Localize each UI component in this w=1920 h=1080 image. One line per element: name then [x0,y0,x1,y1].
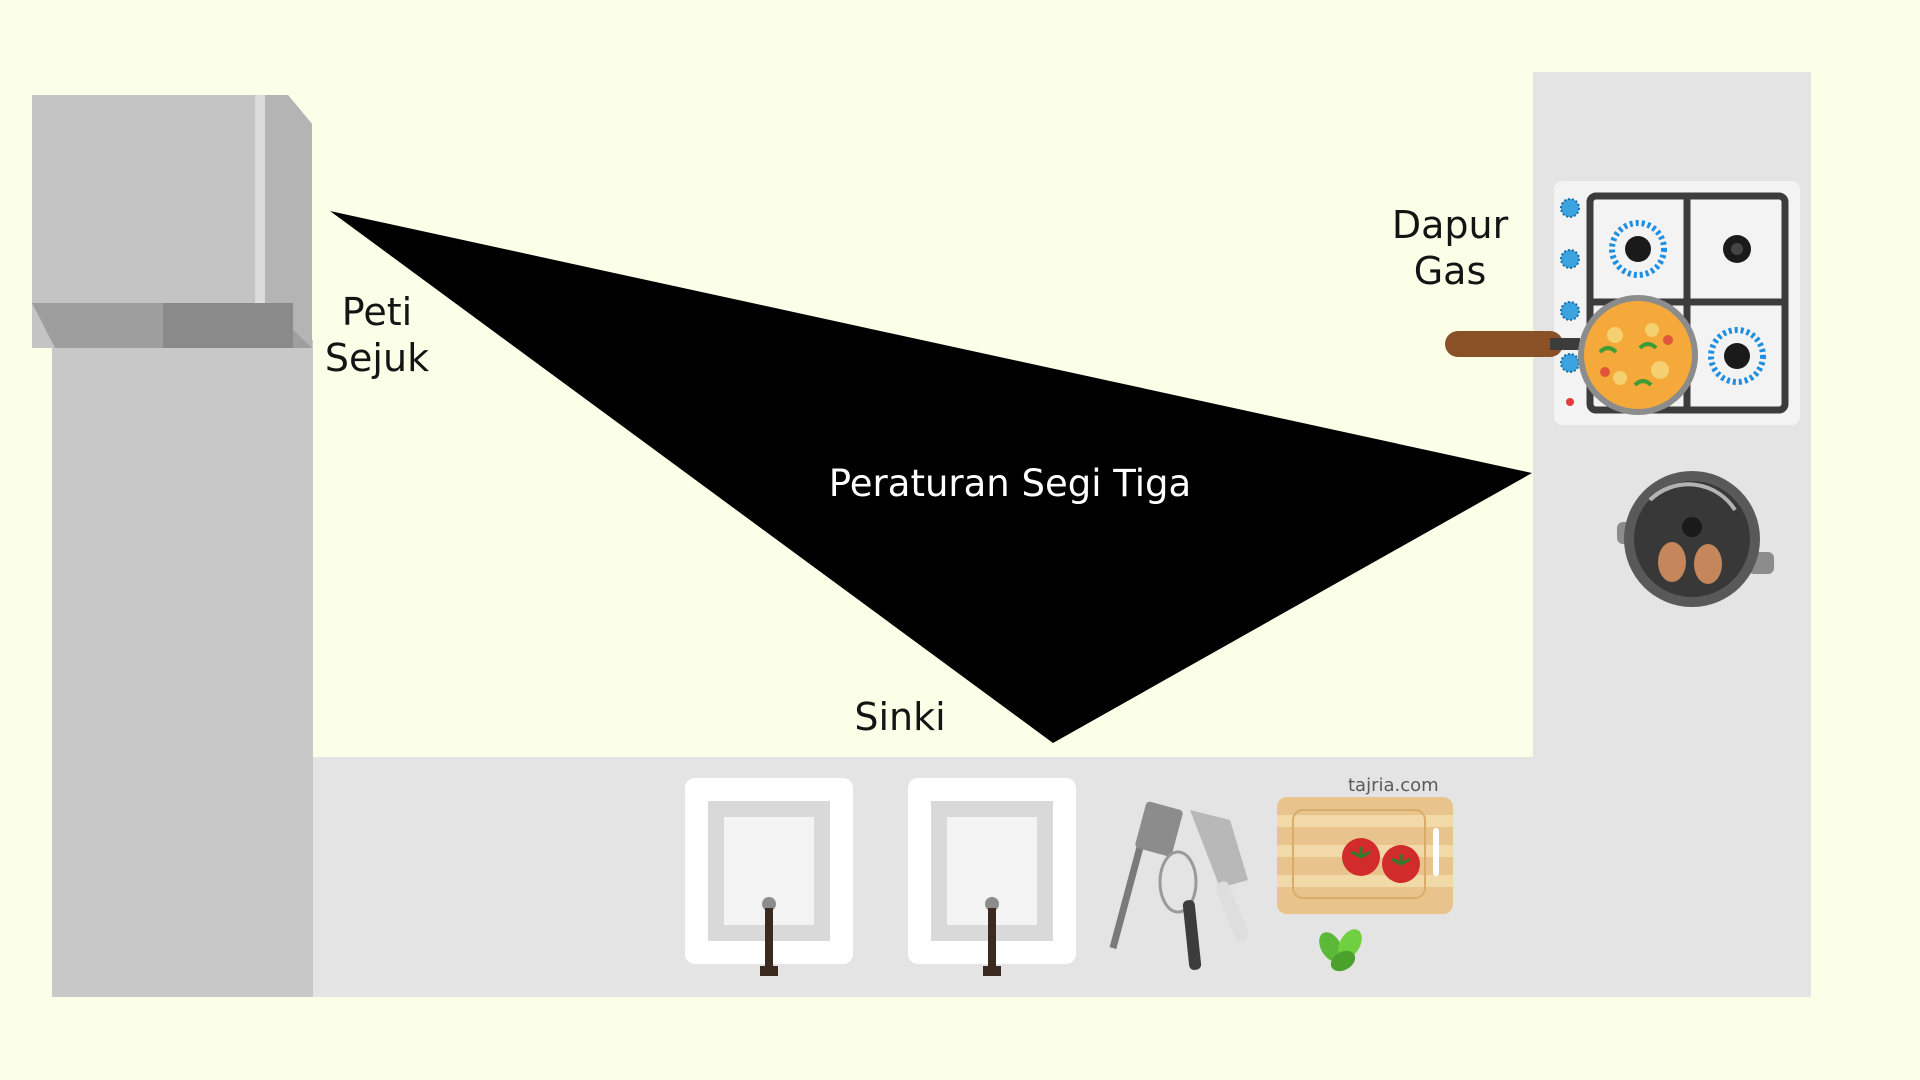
utensils-icon [1109,801,1249,970]
stove-knob [1560,249,1580,269]
stove-indicator [1566,398,1574,406]
stove-knob [1560,353,1580,373]
fridge-label: Peti Sejuk [312,289,442,381]
stove-label: Dapur Gas [1380,202,1520,294]
work-triangle [330,211,1532,743]
burner-flame-icon [1609,220,1667,278]
sink-label: Sinki [854,695,946,739]
sink-left-icon [685,778,853,976]
fridge-bottom-dark [163,303,293,348]
herb-leaf-icon [1319,929,1362,972]
sink-right-icon [908,778,1076,976]
cooking-pot-icon [1617,471,1774,607]
stove-label-line2: Gas [1413,249,1487,293]
fridge-door-top [32,95,312,348]
gas-stove [1445,181,1800,425]
stove-knob [1560,301,1580,321]
burner-flame-icon [1708,327,1766,385]
cutting-board-icon [1277,797,1453,914]
triangle-label: Peraturan Segi Tiga [828,462,1192,505]
watermark: tajria.com [1348,775,1439,796]
fridge-door-edge [255,95,265,303]
stove-label-line1: Dapur [1391,203,1509,247]
burner-icon [1723,235,1751,263]
fridge [32,95,313,997]
fridge-label-line2: Sejuk [324,336,430,380]
fridge-label-line1: Peti [341,290,413,334]
frying-pan-icon [1445,295,1698,415]
fridge-column [52,340,313,997]
stove-knob [1560,198,1580,218]
fridge-side [265,95,312,348]
